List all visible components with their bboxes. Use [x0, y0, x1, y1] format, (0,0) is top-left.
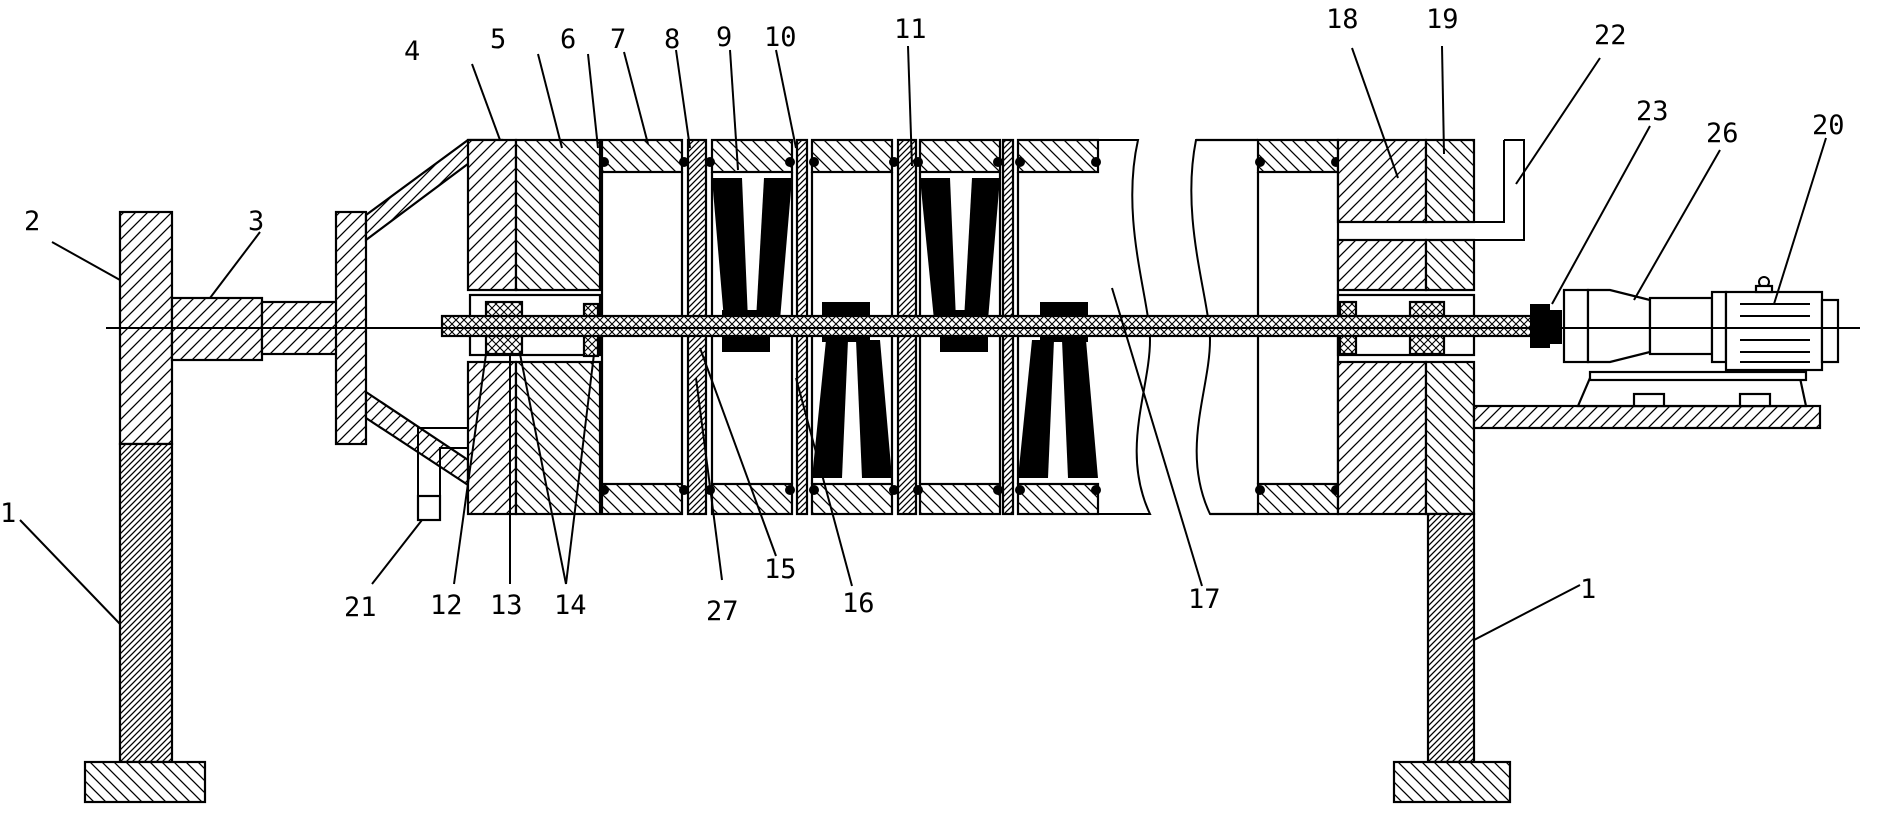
label-12: 12 — [430, 590, 463, 621]
label-16: 16 — [842, 588, 875, 619]
break-line — [1098, 139, 1226, 515]
label-14: 14 — [554, 590, 587, 621]
filter-plate-frame — [1016, 138, 1100, 516]
label-19: 19 — [1426, 4, 1459, 35]
label-26: 26 — [1706, 118, 1739, 149]
label-13: 13 — [490, 590, 523, 621]
coupling — [1530, 304, 1562, 348]
label-20: 20 — [1812, 110, 1845, 141]
label-23: 23 — [1636, 96, 1669, 127]
label-27: 27 — [706, 596, 739, 627]
label-9: 9 — [716, 22, 732, 53]
label-15: 15 — [764, 554, 797, 585]
label-1: 1 — [0, 498, 16, 529]
motor — [1710, 276, 1840, 372]
drive-shaft — [440, 314, 1544, 338]
label-21: 21 — [344, 592, 377, 623]
label-1-right: 1 — [1580, 574, 1596, 605]
filter-plate-frame — [1196, 138, 1340, 516]
label-3: 3 — [248, 206, 264, 237]
label-2: 2 — [24, 206, 40, 237]
part-labels: 1 1 2 3 4 5 6 7 8 9 10 11 12 13 14 15 16… — [0, 4, 1845, 627]
outlet-pipe — [416, 427, 468, 522]
tail-plate — [1336, 138, 1476, 516]
leader-lines — [19, 45, 1827, 641]
label-10: 10 — [764, 22, 797, 53]
right-frame — [1392, 404, 1822, 804]
filter-plate-frame — [918, 138, 1002, 516]
seal-ring — [599, 157, 1341, 495]
reducer — [1562, 288, 1714, 364]
motor-base — [1576, 370, 1808, 408]
feed-pipe — [1474, 139, 1525, 241]
label-22: 22 — [1594, 20, 1627, 51]
label-8: 8 — [664, 24, 680, 55]
label-4: 4 — [404, 36, 420, 67]
label-5: 5 — [490, 24, 506, 55]
thrust-plate — [466, 138, 602, 516]
label-6: 6 — [560, 24, 576, 55]
label-11: 11 — [894, 14, 927, 45]
label-7: 7 — [610, 24, 626, 55]
label-18: 18 — [1326, 4, 1359, 35]
label-17: 17 — [1188, 584, 1221, 615]
left-frame — [83, 210, 207, 804]
